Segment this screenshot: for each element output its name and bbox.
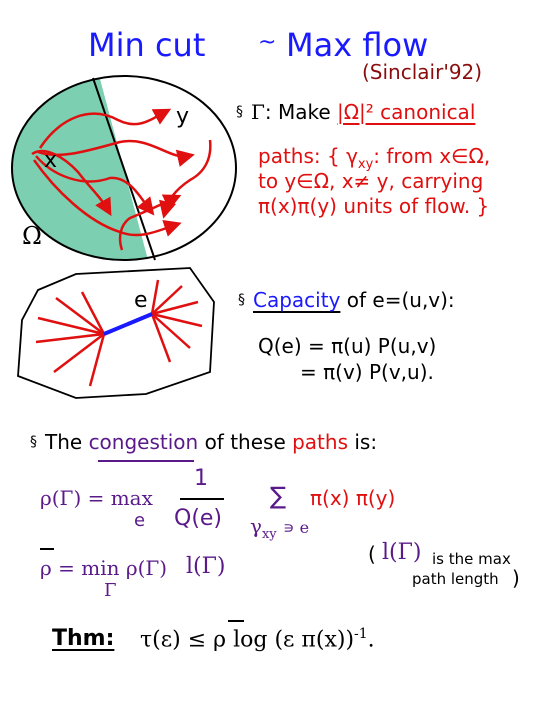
length-note-text1: is the max: [432, 550, 511, 568]
congestion-paths: paths: [292, 430, 348, 454]
congestion-word: congestion: [88, 430, 199, 454]
cut-diagram: [11, 75, 237, 261]
gamma-definition-line3: to y∈Ω, x≠ y, carrying: [258, 169, 484, 193]
theorem-expression: τ(ε) ≤ ρ log (ε π(x)): [140, 627, 355, 653]
path-length: l(Γ): [186, 554, 226, 579]
summation-index: γxy ∍ e: [250, 514, 309, 542]
flow-path-4: [32, 159, 182, 237]
gamma-symbol: Γ: [251, 100, 265, 124]
fraction-bar: [180, 498, 224, 500]
sum-condition: ∍ e: [283, 518, 310, 537]
theorem-superscript: -1: [354, 626, 368, 642]
gamma-definition-line4: π(x)π(y) units of flow. }: [258, 194, 490, 218]
congestion-heading: § The congestion of these paths is:: [30, 430, 377, 454]
fraction-denominator: Q(e): [174, 506, 223, 531]
title-citation: (Sinclair'92): [362, 60, 483, 84]
length-note-paren-close: ): [512, 566, 520, 590]
bullet: §: [236, 104, 243, 120]
paths-open: paths: { γ: [258, 144, 358, 168]
edge-uv: [103, 312, 153, 336]
flow-path-1: [38, 108, 172, 149]
bullet: §: [30, 434, 37, 450]
capacity-eq2: = π(v) P(v,u).: [300, 360, 434, 384]
count-canonical: |Ω|² canonical: [337, 100, 476, 124]
flow-path-3: [35, 155, 155, 216]
label-x: x: [44, 148, 58, 173]
cut-line: [92, 77, 156, 261]
flow-path-7: [159, 139, 212, 219]
congestion-prefix: The: [45, 430, 83, 454]
capacity-heading: § Capacity of e=(u,v):: [238, 288, 455, 312]
edge-diagram: [17, 267, 215, 399]
congestion-underline: [98, 460, 194, 462]
from-text: : from x∈Ω,: [373, 144, 491, 168]
theorem-label: Thm:: [52, 626, 115, 651]
state-space-outline: [17, 267, 215, 399]
gamma-subscript: xy: [357, 157, 374, 172]
flow-path-5: [31, 149, 112, 217]
title-max-flow: Max flow: [286, 26, 429, 64]
summation-sign: ∑: [270, 482, 287, 510]
length-note-l: l(Γ): [382, 540, 422, 565]
sum-gamma-sub: xy: [261, 527, 277, 542]
theorem-end: .: [367, 627, 375, 653]
capacity-rest: of e=(u,v):: [340, 288, 455, 312]
capacity-word: Capacity: [253, 288, 341, 312]
make-text: : Make: [264, 100, 331, 124]
label-y: y: [176, 104, 190, 129]
title-min-cut: Min cut: [88, 26, 206, 64]
rho-overline-thm: [228, 620, 244, 622]
capacity-eq1: Q(e) = π(u) P(u,v): [258, 334, 437, 358]
rhobar-min: ρ = min ρ(Γ): [40, 556, 168, 580]
summation-term: π(x) π(y): [310, 486, 396, 510]
gamma-definition-line1: § Γ: Make |Ω|² canonical: [236, 100, 475, 124]
title-tilde: ~: [258, 30, 277, 55]
max-index-e: e: [134, 510, 146, 531]
sum-gamma: γ: [250, 514, 262, 538]
length-note-text2: path length: [412, 570, 499, 588]
congestion-suffix: is:: [354, 430, 378, 454]
omega-outline: [11, 75, 237, 261]
theorem-body: τ(ε) ≤ ρ log (ε π(x))-1.: [140, 626, 375, 652]
min-index-gamma: Γ: [104, 580, 117, 601]
gamma-definition-line2: paths: { γxy: from x∈Ω,: [258, 144, 490, 172]
fraction-numerator: 1: [194, 466, 208, 491]
length-note-paren-open: (: [368, 542, 376, 566]
bullet: §: [238, 292, 245, 308]
label-e: e: [134, 288, 148, 313]
label-omega: Ω: [22, 222, 42, 250]
rhobar-overline: [40, 548, 54, 550]
rho-max: ρ(Γ) = max: [40, 486, 153, 510]
congestion-middle: of these: [204, 430, 286, 454]
